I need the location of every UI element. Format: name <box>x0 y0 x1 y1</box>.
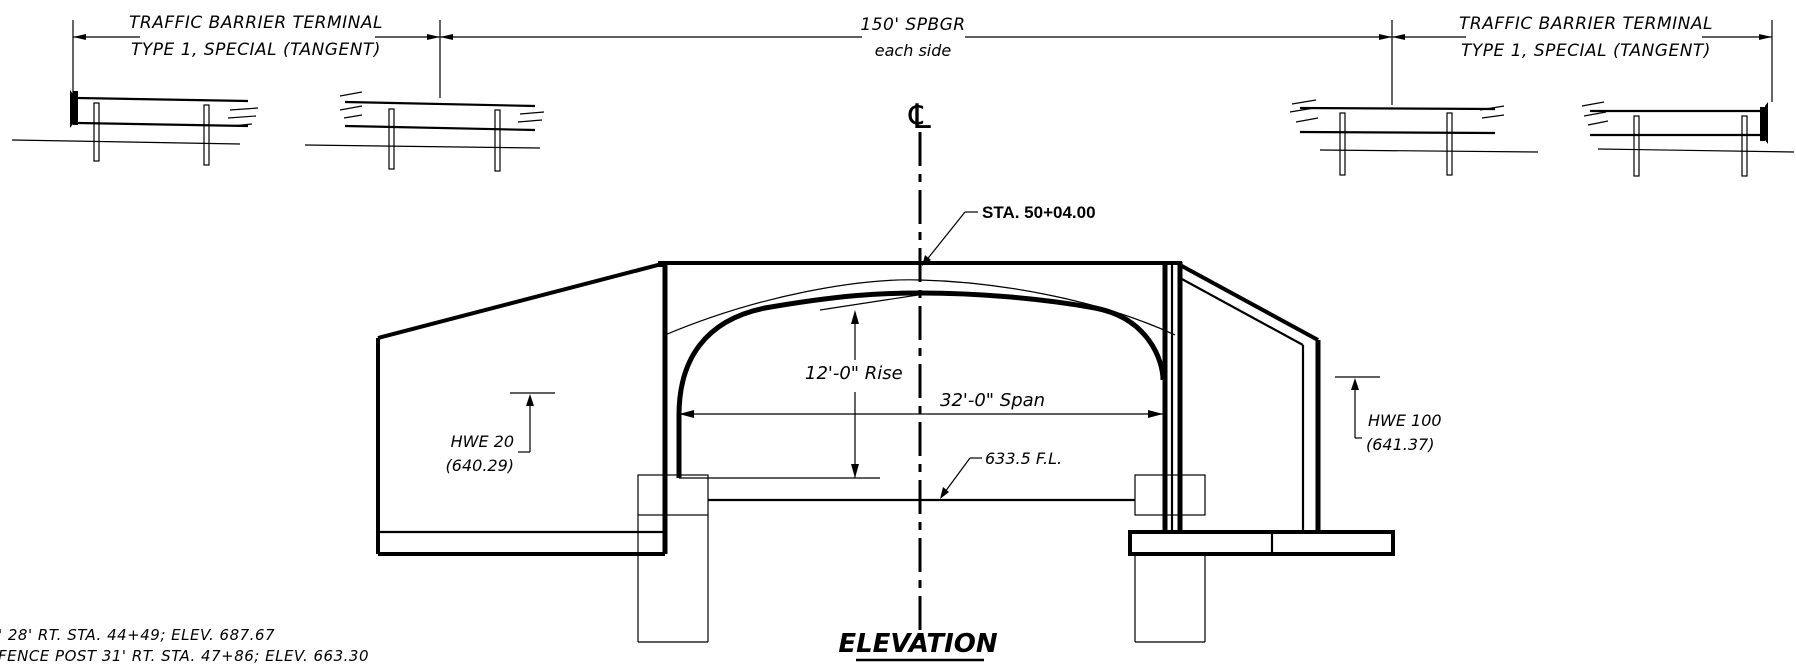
terminal-right-label-1: TRAFFIC BARRIER TERMINAL <box>1459 14 1713 34</box>
rise-dimension <box>679 294 919 479</box>
terminal-left-label-2: TYPE 1, SPECIAL (TANGENT) <box>131 40 381 60</box>
hwe-left-elevation: (640.29) <box>446 456 514 475</box>
terminal-left-label-1: TRAFFIC BARRIER TERMINAL <box>129 13 383 33</box>
note-line-1: ' 28' RT. STA. 44+49; ELEV. 687.67 <box>0 626 275 644</box>
span-label: 32'-0" Span <box>940 390 1045 411</box>
span-dimension <box>679 410 1163 418</box>
dimension-lines <box>72 20 1773 105</box>
hwe-right-elevation: (641.37) <box>1366 435 1434 454</box>
guardrail-left-terminal <box>11 90 259 166</box>
rise-label: 12'-0" Rise <box>805 363 903 384</box>
drawing-title: ELEVATION <box>838 629 998 659</box>
centerline-symbol: ℄ <box>908 97 931 137</box>
guardrail-right-segment <box>1289 99 1539 176</box>
note-line-2: FENCE POST 31' RT. STA. 47+86; ELEV. 663… <box>0 647 369 665</box>
station-leader <box>922 211 978 266</box>
hwe-right-marker <box>1335 376 1380 439</box>
hwe-right-label: HWE 100 <box>1368 411 1442 430</box>
spbgr-length-label: 150' SPBGR <box>860 15 965 35</box>
hwe-left-label: HWE 20 <box>451 432 514 451</box>
culvert-structure <box>376 261 1395 643</box>
terminal-right-label-2: TYPE 1, SPECIAL (TANGENT) <box>1461 41 1711 61</box>
flowline-leader <box>940 457 982 499</box>
guardrail-left-segment <box>304 91 545 172</box>
spbgr-each-side-label: each side <box>875 41 952 60</box>
flowline-label: 633.5 F.L. <box>985 449 1062 468</box>
hwe-left-marker <box>510 392 555 453</box>
station-label: STA. 50+04.00 <box>982 203 1096 222</box>
guardrail-right-terminal <box>1581 101 1795 177</box>
